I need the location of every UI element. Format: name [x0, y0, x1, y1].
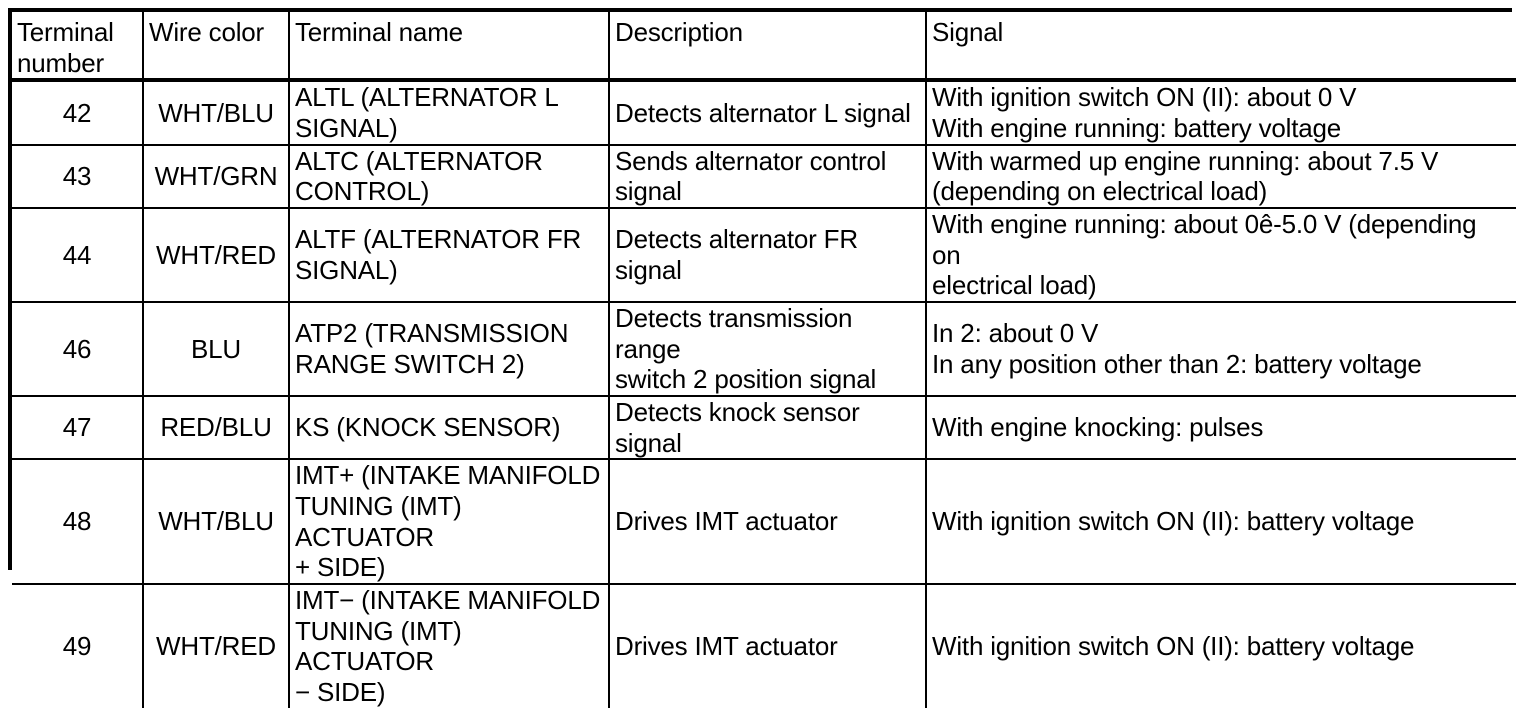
cell-wire-color: WHT/BLU [142, 79, 290, 146]
table-row: 42 WHT/BLU ALTL (ALTERNATOR L SIGNAL) De… [12, 79, 1516, 146]
cell-signal: In 2: about 0 V In any position other th… [925, 301, 1516, 398]
cell-signal: With ignition switch ON (II): about 0 V … [925, 79, 1516, 146]
cell-signal: With ignition switch ON (II): battery vo… [925, 458, 1516, 586]
cell-signal: With engine running: about 0ê-5.0 V (dep… [925, 207, 1516, 304]
cell-description: Drives IMT actuator [608, 458, 927, 586]
column-header-terminal-number: Terminal number [12, 12, 144, 83]
cell-terminal-number: 42 [12, 79, 144, 146]
cell-signal: With ignition switch ON (II): battery vo… [925, 583, 1516, 708]
cell-terminal-name: ALTC (ALTERNATOR CONTROL) [288, 143, 610, 210]
cell-terminal-number: 43 [12, 143, 144, 210]
cell-terminal-number: 47 [12, 395, 144, 461]
cell-wire-color: BLU [142, 301, 290, 398]
cell-wire-color: WHT/RED [142, 583, 290, 708]
cell-signal: With warmed up engine running: about 7.5… [925, 143, 1516, 210]
table-row: 44 WHT/RED ALTF (ALTERNATOR FR SIGNAL) D… [12, 207, 1516, 304]
table-body: 42 WHT/BLU ALTL (ALTERNATOR L SIGNAL) De… [12, 79, 1516, 708]
cell-terminal-name: IMT+ (INTAKE MANIFOLD TUNING (IMT) ACTUA… [288, 458, 610, 586]
cell-terminal-name: ATP2 (TRANSMISSION RANGE SWITCH 2) [288, 301, 610, 398]
cell-terminal-number: 49 [12, 583, 144, 708]
column-header-terminal-name: Terminal name [288, 12, 610, 83]
terminal-table: Terminal number Wire color Terminal name… [12, 12, 1516, 708]
cell-wire-color: RED/BLU [142, 395, 290, 461]
cell-description: Drives IMT actuator [608, 583, 927, 708]
page-root: Terminal number Wire color Terminal name… [8, 8, 1516, 708]
table-header-row: Terminal number Wire color Terminal name… [12, 12, 1516, 83]
cell-terminal-name: ALTF (ALTERNATOR FR SIGNAL) [288, 207, 610, 304]
cell-signal: With engine knocking: pulses [925, 395, 1516, 461]
column-header-wire-color: Wire color [142, 12, 290, 83]
cell-wire-color: WHT/GRN [142, 143, 290, 210]
table-row: 49 WHT/RED IMT− (INTAKE MANIFOLD TUNING … [12, 583, 1516, 708]
cell-description: Detects knock sensor signal [608, 395, 927, 461]
cell-terminal-number: 46 [12, 301, 144, 398]
cell-description: Sends alternator control signal [608, 143, 927, 210]
table-row: 46 BLU ATP2 (TRANSMISSION RANGE SWITCH 2… [12, 301, 1516, 398]
cell-terminal-name: IMT− (INTAKE MANIFOLD TUNING (IMT) ACTUA… [288, 583, 610, 708]
column-header-description: Description [608, 12, 927, 83]
table-row: 43 WHT/GRN ALTC (ALTERNATOR CONTROL) Sen… [12, 143, 1516, 210]
cell-description: Detects alternator FR signal [608, 207, 927, 304]
cell-wire-color: WHT/RED [142, 207, 290, 304]
table-row: 47 RED/BLU KS (KNOCK SENSOR) Detects kno… [12, 395, 1516, 461]
column-header-signal: Signal [925, 12, 1516, 83]
cell-description: Detects alternator L signal [608, 79, 927, 146]
cell-terminal-name: ALTL (ALTERNATOR L SIGNAL) [288, 79, 610, 146]
cell-terminal-number: 44 [12, 207, 144, 304]
table-header: Terminal number Wire color Terminal name… [12, 12, 1516, 83]
table-row: 48 WHT/BLU IMT+ (INTAKE MANIFOLD TUNING … [12, 458, 1516, 586]
cell-terminal-name: KS (KNOCK SENSOR) [288, 395, 610, 461]
cell-description: Detects transmission range switch 2 posi… [608, 301, 927, 398]
terminal-table-frame: Terminal number Wire color Terminal name… [8, 8, 1516, 708]
cell-terminal-number: 48 [12, 458, 144, 586]
cell-wire-color: WHT/BLU [142, 458, 290, 586]
